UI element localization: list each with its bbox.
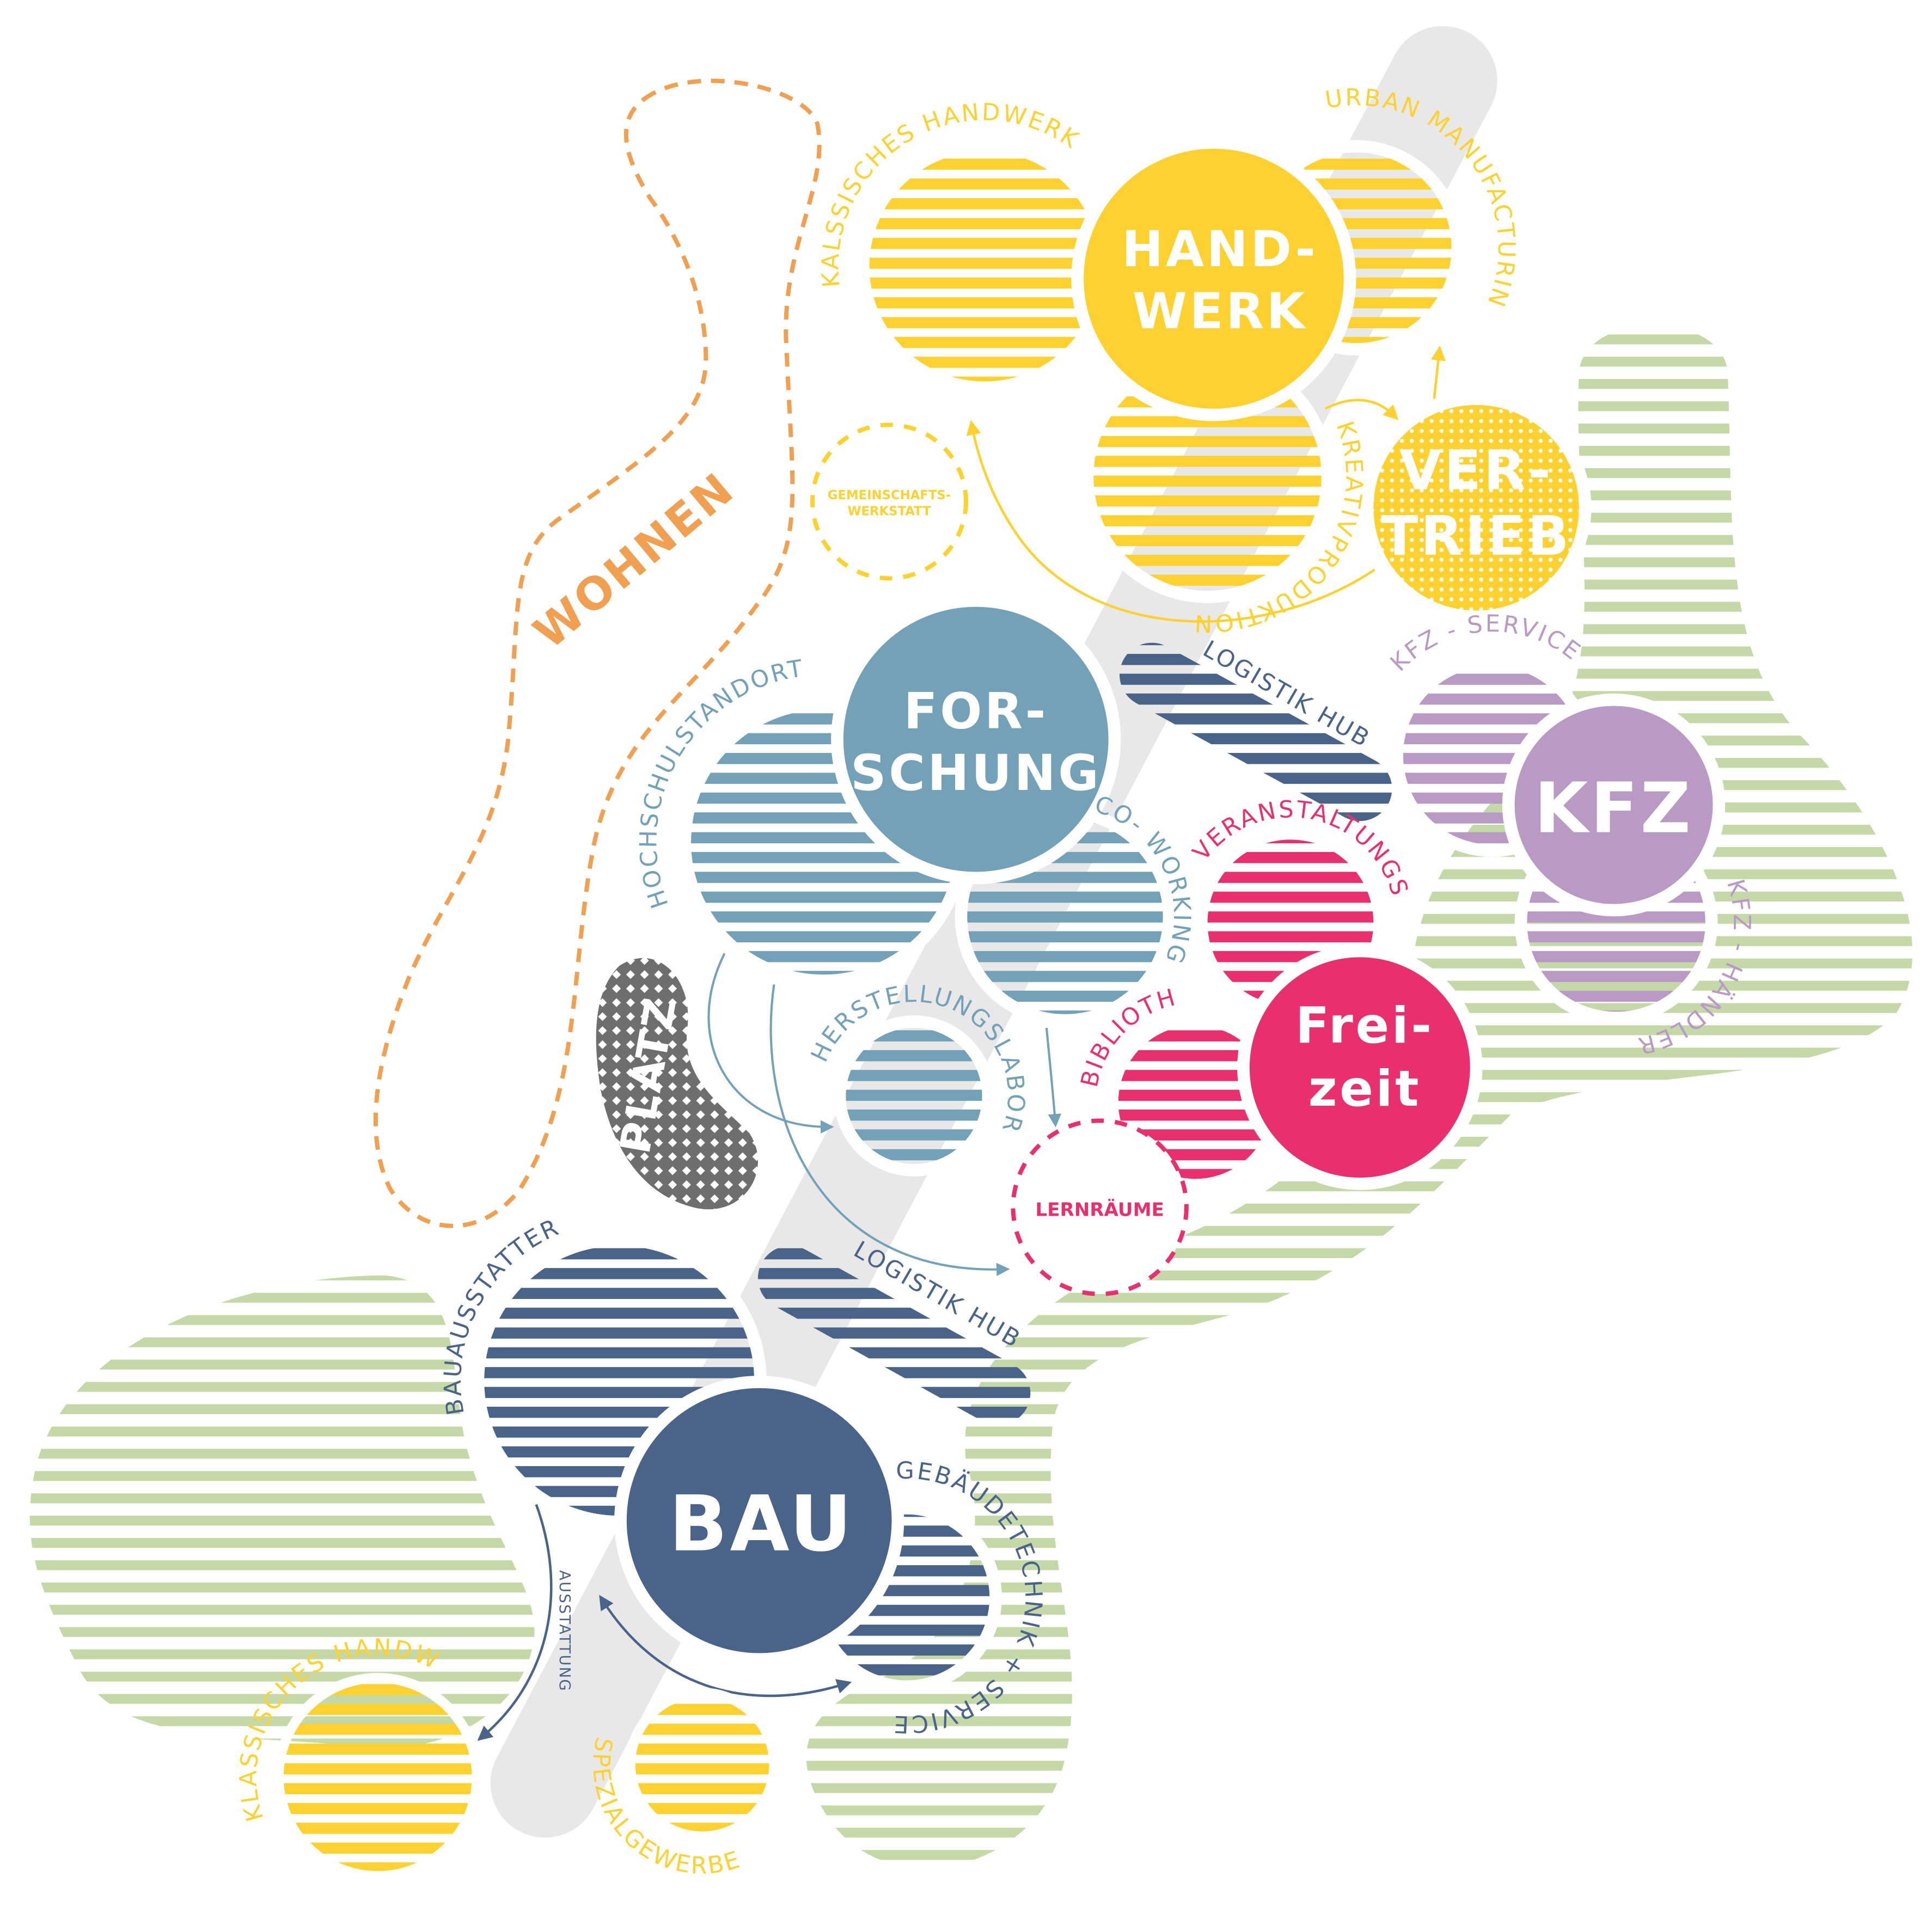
gemeinschaftswerkstatt-label-2: WERKSTATT [847, 504, 931, 518]
klassisches-handwerk-bottom-circle[interactable] [273, 1672, 482, 1881]
logistik-hub-2[interactable] [757, 1246, 1031, 1425]
forschung-title-1: FOR- [903, 683, 1048, 740]
ausstattung-label: AUSSTATTUNG [556, 1570, 573, 1692]
arrow-vertrieb-to-handwerk-left [966, 420, 1375, 623]
gemeinschaftswerkstatt-label-1: GEMEINSCHAFTS- [828, 488, 951, 502]
arrow-to-lernraeume [769, 984, 1010, 1277]
wohnen-label: WOHNEN [524, 462, 745, 659]
herstellungslabore-circle[interactable] [833, 1015, 995, 1176]
gemeinschaftswerkstatt-circle[interactable] [810, 422, 968, 581]
lernraeume-label: LERNRÄUME [1035, 1199, 1164, 1221]
freizeit-cluster [1106, 827, 1483, 1192]
freizeit-main-circle[interactable] [1237, 945, 1483, 1190]
vertrieb-circle[interactable] [1361, 393, 1592, 623]
arrow-bau-bidirectional [599, 1595, 852, 1697]
arrow-ausstattung [477, 1504, 553, 1741]
lernraeume-circle[interactable] [1011, 1118, 1189, 1296]
vertrieb-title-2: TRIEB [1381, 504, 1572, 568]
platz-area[interactable] [596, 958, 758, 1210]
logistik-hub-1[interactable] [1120, 642, 1392, 822]
forschung-cluster [678, 594, 1176, 1176]
handwerk-main-circle[interactable] [1071, 136, 1356, 421]
handwerk-cluster [857, 136, 1592, 623]
kfz-cluster [1391, 654, 1726, 1025]
spezialgewerbe-circle[interactable] [625, 1688, 779, 1842]
green-area-left [29, 1275, 535, 1748]
arrow-coworking-down [1045, 1027, 1062, 1127]
bau-title: BAU [669, 1480, 854, 1569]
freizeit-title-1: Frei- [1295, 997, 1434, 1055]
arrow-vertrieb-up [1430, 345, 1446, 399]
wohnen-dashed-outline [373, 78, 822, 1228]
vertrieb-title-1: VER- [1399, 439, 1554, 502]
klassisches-handwerk-circle[interactable] [857, 138, 1112, 394]
kfz-main-circle[interactable] [1502, 693, 1726, 917]
forschung-title-2: SCHUNG [851, 745, 1101, 802]
handwerk-title-1: HAND- [1122, 221, 1318, 278]
forschung-main-circle[interactable] [831, 594, 1121, 885]
handwerk-title-2: WERK [1133, 283, 1307, 340]
arrow-to-labore [707, 953, 834, 1134]
arrow-handwerk-to-vertrieb [1324, 399, 1399, 420]
freizeit-title-2: zeit [1309, 1061, 1422, 1118]
kfz-title: KFZ [1534, 769, 1693, 849]
bau-cluster [472, 1233, 1002, 1693]
